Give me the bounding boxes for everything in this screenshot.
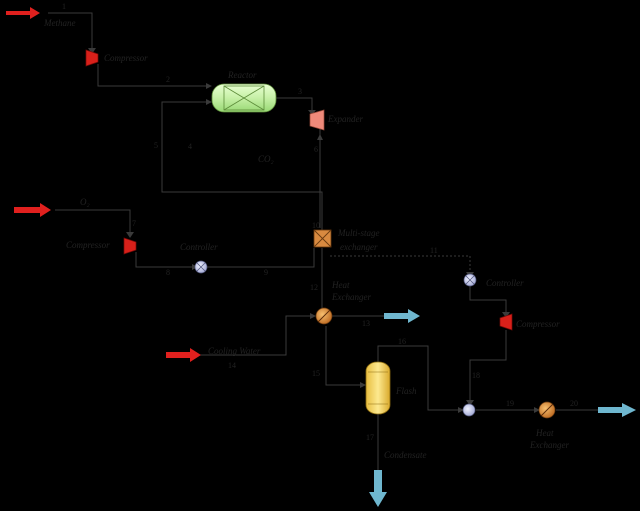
label-expander: Expander bbox=[327, 114, 363, 124]
stream-number-18: 18 bbox=[472, 371, 480, 380]
stream-number-2: 2 bbox=[166, 75, 170, 84]
line-stream-1 bbox=[48, 12, 93, 50]
label-heat-exchanger-2-line1: Heat bbox=[535, 428, 554, 438]
stream-number-1: 1 bbox=[62, 2, 66, 11]
stream-number-19: 19 bbox=[506, 399, 514, 408]
equipment-labels: Methane Compressor Reactor Expander CO₂ … bbox=[43, 18, 569, 460]
stream-number-10: 10 bbox=[312, 221, 320, 230]
line-stream-o2 bbox=[55, 209, 131, 236]
label-condensate: Condensate bbox=[384, 450, 427, 460]
stream-number-6: 6 bbox=[314, 145, 318, 154]
label-o2: O₂ bbox=[80, 197, 90, 207]
stream-number-16: 16 bbox=[398, 337, 406, 346]
controller-2-icon bbox=[463, 273, 477, 287]
cooling-water-feed-arrow bbox=[166, 348, 201, 362]
stream-number-9: 9 bbox=[264, 268, 268, 277]
line-stream-9 bbox=[206, 248, 315, 268]
stream-number-17: 17 bbox=[366, 433, 374, 442]
compressor-2-icon bbox=[123, 237, 137, 255]
methane-feed-arrow bbox=[6, 7, 40, 19]
label-heat-exchanger-2-line2: Exchanger bbox=[529, 440, 569, 450]
stream-number-7: 7 bbox=[132, 219, 136, 228]
stream-number-5: 5 bbox=[154, 141, 158, 150]
line-stream-3 bbox=[276, 97, 313, 112]
line-stream-18 bbox=[469, 330, 507, 404]
line-stream-11 bbox=[330, 255, 471, 274]
stream-number-12: 12 bbox=[310, 283, 318, 292]
condensate-arrow bbox=[369, 470, 387, 507]
label-compressor-1: Compressor bbox=[104, 53, 148, 63]
line-stream-2 bbox=[97, 64, 210, 87]
label-cooling-water: Cooling Water bbox=[208, 346, 261, 356]
stream-number-4: 4 bbox=[188, 142, 192, 151]
stream-number-13: 13 bbox=[362, 319, 370, 328]
label-controller-2: Controller bbox=[486, 278, 524, 288]
reactor-icon bbox=[211, 83, 277, 113]
line-stream-cooling bbox=[200, 315, 314, 356]
mixer-icon bbox=[462, 403, 476, 417]
flash-drum-icon bbox=[365, 361, 391, 415]
label-compressor-3: Compressor bbox=[516, 319, 560, 329]
controller-1-icon bbox=[194, 260, 208, 274]
o2-feed-arrow bbox=[14, 203, 51, 217]
multistage-exchanger-icon bbox=[313, 229, 332, 248]
line-stream-15 bbox=[377, 345, 462, 411]
heat-exchanger-2-icon bbox=[538, 401, 556, 419]
label-reactor: Reactor bbox=[227, 70, 257, 80]
line-stream-8 bbox=[135, 252, 196, 268]
label-flash: Flash bbox=[395, 386, 417, 396]
label-co2: CO₂ bbox=[258, 154, 274, 164]
label-controller-1: Controller bbox=[180, 242, 218, 252]
stream-number-20: 20 bbox=[570, 399, 578, 408]
label-multistage-line1: Multi-stage bbox=[337, 228, 380, 238]
feed-arrows bbox=[6, 7, 201, 362]
stream-numbers: 1 2 3 4 5 6 7 8 9 10 11 12 13 14 15 16 1… bbox=[62, 2, 578, 442]
compressor-3-icon bbox=[499, 313, 513, 331]
compressor-1-icon bbox=[85, 49, 99, 67]
label-multistage-line2: exchanger bbox=[340, 242, 378, 252]
stream-number-14: 14 bbox=[228, 361, 236, 370]
product-arrow-20 bbox=[598, 403, 636, 417]
label-compressor-2: Compressor bbox=[66, 240, 110, 250]
stream-number-11: 11 bbox=[430, 246, 438, 255]
label-heat-exchanger-1-line2: Exchanger bbox=[331, 292, 371, 302]
line-stream-14 bbox=[325, 326, 364, 386]
product-arrow-13 bbox=[384, 309, 420, 323]
equipment bbox=[85, 49, 556, 419]
heat-exchanger-1-icon bbox=[315, 307, 333, 325]
label-heat-exchanger-1-line1: Heat bbox=[331, 280, 350, 290]
product-arrows bbox=[369, 309, 636, 507]
flow-arrowheads bbox=[88, 48, 540, 413]
label-methane: Methane bbox=[43, 18, 76, 28]
stream-number-15: 15 bbox=[312, 369, 320, 378]
process-lines bbox=[48, 12, 598, 470]
stream-number-8: 8 bbox=[166, 268, 170, 277]
line-stream-4 bbox=[161, 101, 323, 230]
line-stream-17 bbox=[469, 286, 507, 314]
expander-icon bbox=[309, 109, 325, 131]
stream-number-3: 3 bbox=[298, 87, 302, 96]
